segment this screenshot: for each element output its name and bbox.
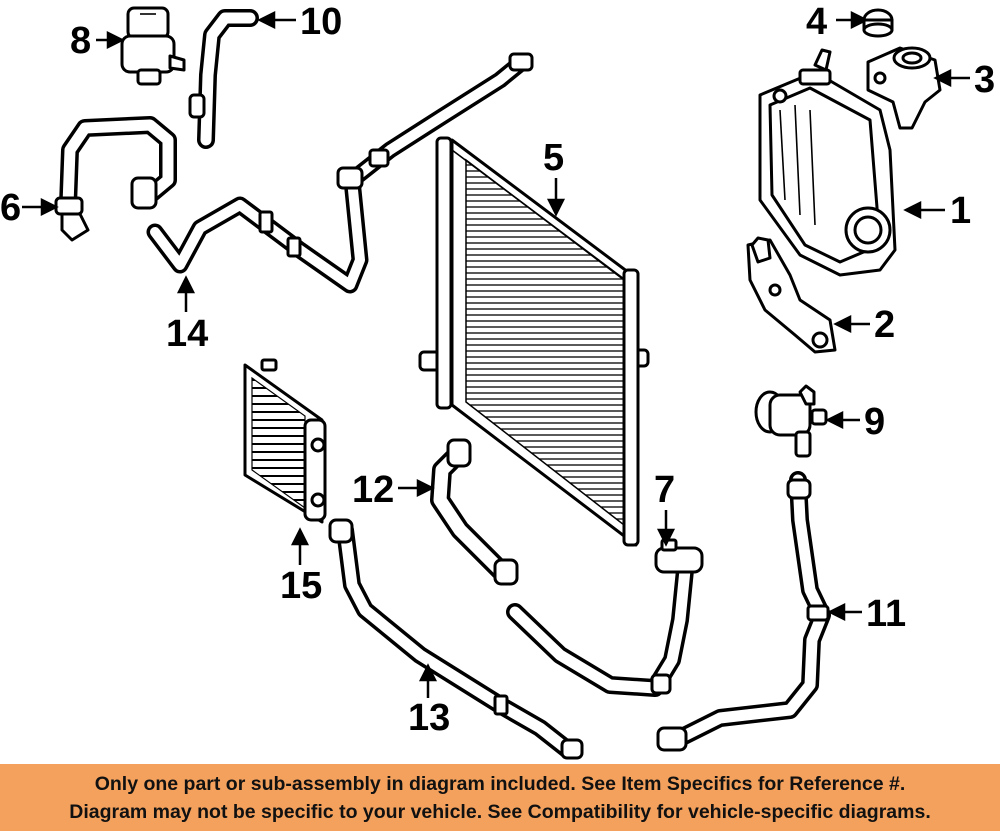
hose-part-14 xyxy=(146,52,534,294)
callout-4: 4 xyxy=(806,1,827,43)
callout-6: 6 xyxy=(0,187,21,229)
radiator-part-5 xyxy=(418,136,650,547)
sensor-part-2 xyxy=(746,236,837,354)
pump-part-9 xyxy=(754,384,828,458)
disclaimer-line-2: Diagram may not be specific to your vehi… xyxy=(69,800,931,823)
callout-15: 15 xyxy=(280,565,322,607)
callout-9: 9 xyxy=(864,401,885,443)
callout-13: 13 xyxy=(408,697,450,739)
hose-part-13 xyxy=(328,518,584,760)
hose-part-6 xyxy=(54,116,177,242)
callout-3: 3 xyxy=(974,59,995,101)
callout-7: 7 xyxy=(654,469,675,511)
callout-2: 2 xyxy=(874,304,895,346)
callout-labels: 1 2 3 4 5 6 7 8 9 10 11 12 13 14 15 xyxy=(0,1,995,739)
callout-8: 8 xyxy=(70,20,91,62)
leader-arrows xyxy=(22,10,970,698)
callout-12: 12 xyxy=(352,469,394,511)
hose-part-10 xyxy=(188,9,259,149)
callout-14: 14 xyxy=(166,313,208,355)
tank-part-3 xyxy=(866,46,942,130)
callout-10: 10 xyxy=(300,1,342,43)
hose-part-7 xyxy=(506,538,704,697)
callout-1: 1 xyxy=(950,190,971,232)
parts-diagram: 1 2 3 4 5 6 7 8 9 10 11 12 13 14 15 xyxy=(0,1,995,760)
callout-11: 11 xyxy=(866,593,906,635)
disclaimer-line-1: Only one part or sub-assembly in diagram… xyxy=(94,772,906,795)
disclaimer-banner: Only one part or sub-assembly in diagram… xyxy=(0,764,1000,831)
callout-5: 5 xyxy=(543,137,564,179)
hose-part-11 xyxy=(656,471,831,752)
aux-radiator-part-15 xyxy=(243,358,327,524)
pump-part-8 xyxy=(120,6,186,86)
cap-part-4 xyxy=(862,8,894,38)
hose-part-12 xyxy=(430,438,519,586)
housing-part-1 xyxy=(758,48,897,277)
